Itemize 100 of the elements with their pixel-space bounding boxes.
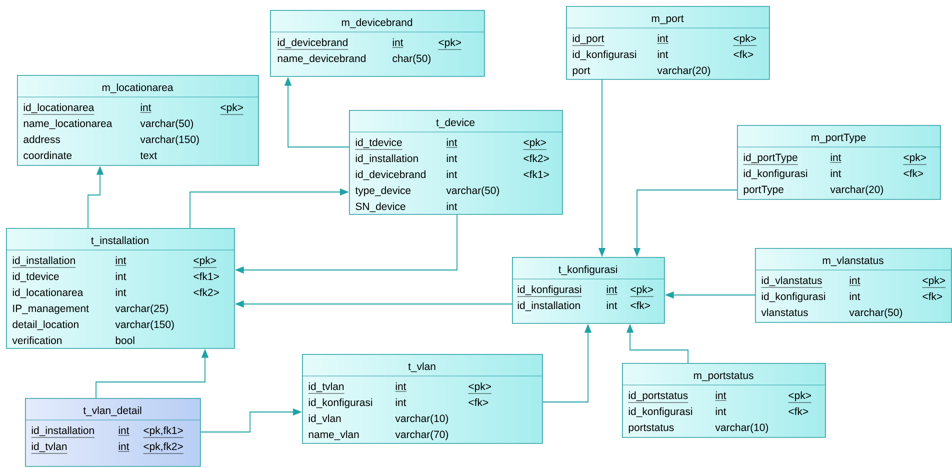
column-name: id_konfigurasi <box>628 407 692 418</box>
column-name: id_locationarea <box>23 103 94 115</box>
key-tag: <pk> <box>438 38 462 50</box>
data-type: int <box>657 34 668 44</box>
data-type: varchar(150) <box>115 320 174 330</box>
column-name: name_vlan <box>308 430 359 440</box>
data-type: int <box>116 288 126 296</box>
data-type: int <box>396 398 406 406</box>
column-name: id_konfigurasi <box>517 285 582 297</box>
key-tag: <pk> <box>523 138 547 150</box>
table-title: t_vlan_detail <box>83 406 142 416</box>
table-title: t_konfigurasi <box>558 265 617 276</box>
table-title: t_installation <box>91 236 148 246</box>
column-name: id_konfigurasi <box>572 50 636 60</box>
column-name: id_konfigurasi <box>762 292 826 302</box>
key-tag: <pk> <box>922 276 946 288</box>
key-tag: <pk> <box>903 153 927 165</box>
data-type: int <box>850 292 860 300</box>
key-tag: <fk1> <box>524 170 549 178</box>
data-type: text <box>140 152 157 160</box>
column-name: id_installation <box>518 301 580 312</box>
data-type: varchar(10) <box>715 423 768 434</box>
column-name: id_konfigurasi <box>744 169 808 180</box>
table-title: t_vlan <box>408 362 436 372</box>
data-type: varchar(150) <box>140 135 199 146</box>
column-name: id_port <box>572 34 604 46</box>
key-tag: <fk2> <box>524 154 549 162</box>
column-name: id_devicebrand <box>277 38 348 50</box>
key-tag: <pk> <box>220 103 244 115</box>
data-type: int <box>446 170 458 178</box>
column-name: id_tvlan <box>308 382 344 394</box>
data-type: bool <box>116 336 134 344</box>
data-type: varchar(20) <box>830 185 884 196</box>
data-type: int <box>830 153 842 163</box>
column-name: id_vlan <box>308 414 341 424</box>
table-title: t_device <box>436 118 474 128</box>
column-name: SN_device <box>356 202 406 212</box>
data-type: int <box>115 256 126 266</box>
data-type: int <box>118 442 130 452</box>
data-type: varchar(20) <box>657 66 710 76</box>
key-tag: <pk,fk1> <box>143 426 184 438</box>
key-tag: <fk> <box>904 169 924 177</box>
data-type: int <box>395 382 406 392</box>
column-name: id_installation <box>356 154 418 164</box>
data-type: int <box>606 285 618 295</box>
column-name: id_tdevice <box>355 138 402 150</box>
column-name: port <box>572 67 590 76</box>
column-name: portstatus <box>628 424 674 434</box>
table-title: m_portstatus <box>694 372 754 382</box>
data-type: int <box>658 50 668 58</box>
column-name: id_locationarea <box>12 288 84 298</box>
key-tag: <pk> <box>733 34 757 46</box>
column-name: detail_location <box>12 320 78 330</box>
data-type: char(50) <box>392 54 430 64</box>
data-type: varchar(50) <box>849 308 902 318</box>
key-tag: <fk> <box>788 407 808 415</box>
data-type: varchar(70) <box>395 430 448 440</box>
data-type: varchar(25) <box>115 304 168 314</box>
column-name: id_konfigurasi <box>308 398 372 408</box>
column-name: portType <box>744 186 784 196</box>
data-type: int <box>446 202 458 210</box>
column-name: id_portstatus <box>628 391 688 403</box>
column-name: id_portType <box>743 153 798 165</box>
column-name: name_locationarea <box>24 119 112 130</box>
column-name: IP_management <box>13 304 89 314</box>
data-type: int <box>116 272 126 280</box>
column-name: type_device <box>355 186 411 196</box>
data-type: int <box>715 391 726 401</box>
data-type: int <box>446 154 458 162</box>
key-tag: <pk> <box>193 256 217 268</box>
column-name: vlanstatus <box>761 308 808 316</box>
key-tag: <fk> <box>922 292 942 300</box>
key-tag: <fk> <box>468 398 488 406</box>
table-title: m_devicebrand <box>342 18 412 28</box>
column-name: address <box>24 135 60 144</box>
column-name: name_devicebrand <box>278 54 366 64</box>
data-type: int <box>392 38 404 48</box>
table-title: m_port <box>652 15 684 24</box>
column-name: verification <box>12 336 62 344</box>
data-type: varchar(50) <box>446 186 500 196</box>
data-type: int <box>716 407 726 416</box>
table-title: m_locationarea <box>102 83 174 94</box>
key-tag: <pk> <box>630 285 654 297</box>
data-type: int <box>606 301 618 310</box>
key-tag: <fk> <box>630 301 650 309</box>
key-tag: <fk1> <box>194 272 219 280</box>
key-tag: <pk> <box>788 391 812 403</box>
table-title: m_portType <box>812 134 866 144</box>
column-name: id_vlanstatus <box>761 276 822 288</box>
table-title: m_vlanstatus <box>822 256 884 266</box>
column-name: id_tvlan <box>31 442 68 454</box>
column-name: id_installation <box>31 426 95 438</box>
data-type: int <box>140 103 152 113</box>
data-type: int <box>446 138 458 148</box>
column-name: coordinate <box>24 151 72 160</box>
key-tag: <fk2> <box>194 288 219 296</box>
key-tag: <pk,fk2> <box>143 442 184 454</box>
data-type: int <box>118 426 130 436</box>
key-tag: <fk> <box>734 50 754 58</box>
data-type: varchar(10) <box>395 414 448 424</box>
